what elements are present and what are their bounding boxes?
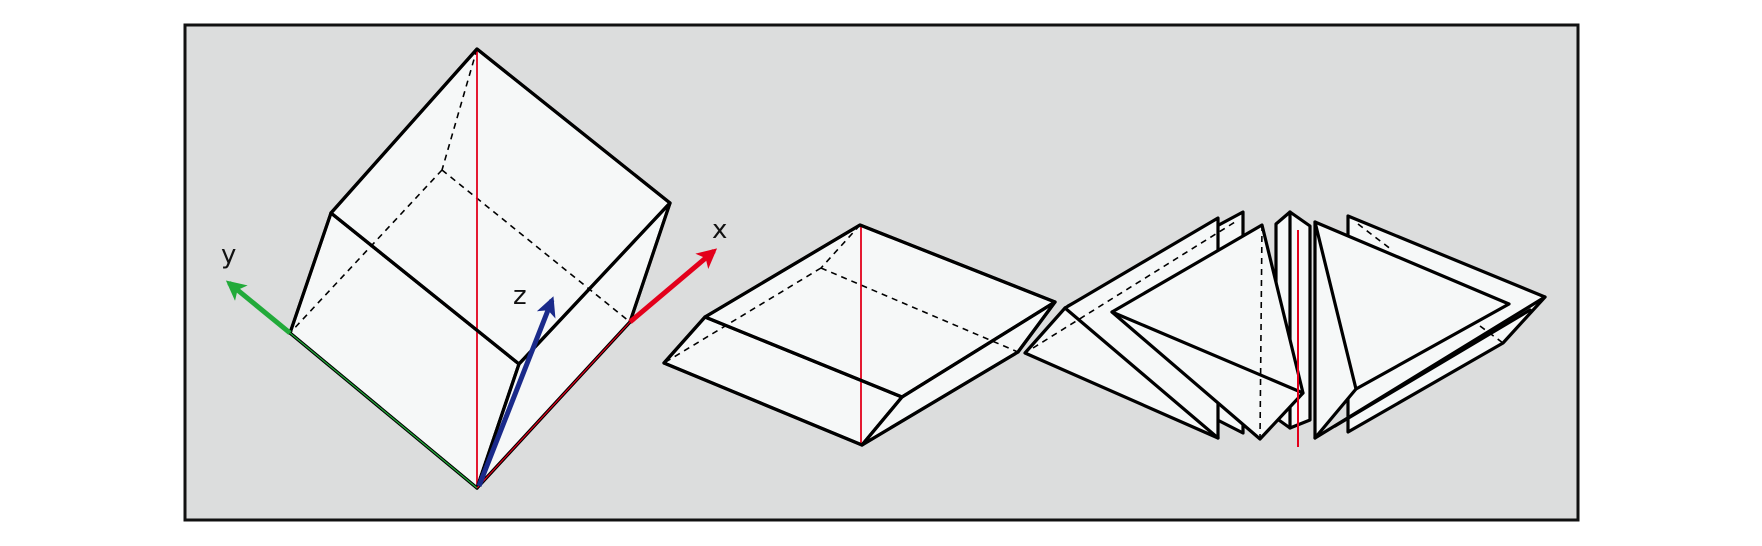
y-axis-label: y bbox=[221, 240, 236, 270]
hidden-edge bbox=[1259, 224, 1263, 440]
hidden-edge bbox=[820, 224, 861, 269]
x-axis-label: x bbox=[712, 215, 727, 245]
hidden-edge bbox=[1357, 223, 1393, 251]
x-axis-base bbox=[476, 321, 631, 489]
hidden-edge bbox=[663, 267, 822, 364]
x-axis-arrow bbox=[628, 248, 718, 324]
fragment-edge bbox=[1333, 308, 1532, 428]
rotated-cube: x y z bbox=[221, 47, 727, 490]
hidden-edge bbox=[1032, 221, 1236, 349]
z-axis-arrow bbox=[476, 296, 556, 487]
hidden-edge bbox=[441, 48, 478, 171]
fragment-edge bbox=[1110, 310, 1305, 395]
z-axis-label: z bbox=[513, 281, 527, 311]
flat-front-edge bbox=[860, 395, 904, 447]
flattened-hexahedron bbox=[662, 223, 1057, 447]
hidden-edge bbox=[820, 267, 1019, 353]
fragment-triangle-a bbox=[1023, 216, 1220, 440]
sheared-fragments bbox=[1023, 210, 1547, 447]
hidden-edge bbox=[441, 169, 631, 323]
y-axis-base bbox=[289, 332, 478, 489]
cube-outline bbox=[288, 47, 672, 335]
y-axis-arrow bbox=[225, 280, 292, 335]
fragment-edge bbox=[1313, 220, 1358, 391]
fragment-edge bbox=[1063, 306, 1220, 440]
hidden-edge bbox=[289, 169, 443, 334]
